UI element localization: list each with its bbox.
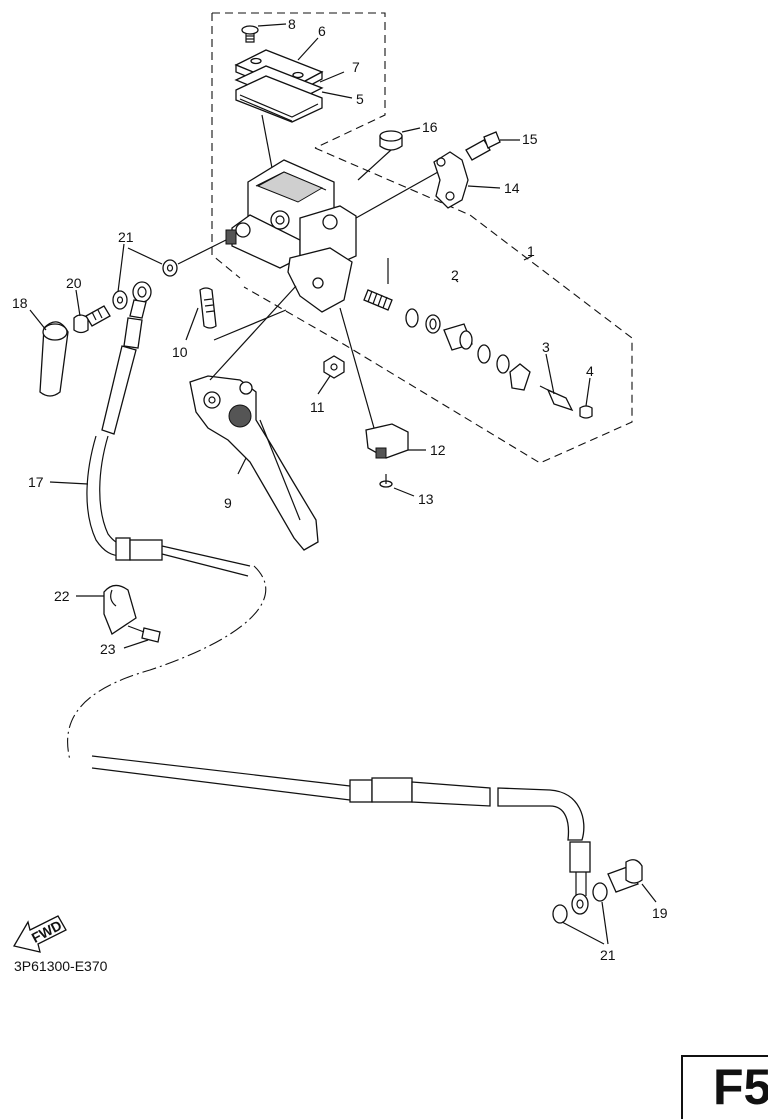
lever-leader [209,285,297,381]
holder-14 [433,151,469,209]
callout-22: 22 [54,588,70,604]
hose-clamp-22 [103,584,137,635]
callout-19: 19 [652,905,668,921]
cap-group-outline-left [211,13,241,279]
drawing-code: 3P61300-E370 [14,958,108,974]
callout-21-top: 21 [118,229,134,245]
piston-2 [443,323,473,351]
washer-21c [552,882,608,924]
callout-12: 12 [430,442,446,458]
banjo-fitting [123,281,152,349]
screw-13 [379,474,393,488]
master-cylinder-body [225,159,357,313]
callout-8: 8 [288,16,296,32]
brake-hose-17 [86,345,251,577]
adjuster-3 [539,385,574,412]
pivot-bolt-10 [199,287,217,329]
piston-cup-2 [477,344,510,374]
leader-lines [29,23,657,945]
piston-cup-1 [425,314,441,334]
page-badge-text: F5 [713,1059,768,1115]
diaphragm-5 [235,75,323,123]
callout-3: 3 [542,339,550,355]
bolt-15 [465,131,501,161]
callout-16: 16 [422,119,438,135]
screw-8 [241,25,259,43]
callout-10: 10 [172,344,188,360]
bolt-10-leader [213,309,287,341]
cap-18 [39,321,69,397]
callout-4: 4 [586,363,594,379]
callout-9: 9 [224,495,232,511]
piston-spring [363,289,393,311]
callout-5: 5 [356,91,364,107]
lower-hose [91,755,591,915]
callout-21-bottom: 21 [600,947,616,963]
nut-11 [323,355,345,379]
cap-leader [261,114,273,169]
rubber-cap-16 [379,130,403,151]
callout-2: 2 [451,267,459,283]
fwd-arrow-icon: FWD [12,915,67,953]
spring-seat [405,308,419,328]
cylinder-to-kit-leader [355,171,439,219]
union-bolt-20 [73,305,111,334]
callout-7: 7 [352,59,360,75]
callout-18: 18 [12,295,28,311]
callout-11: 11 [310,399,325,415]
callout-1: 1 [527,243,535,259]
hose-bolt-leader [177,239,227,265]
bolt-23 [127,625,161,643]
cap-16-leader [357,149,392,181]
nut-4 [579,405,593,419]
brake-lever-9 [189,375,319,551]
callout-6: 6 [318,23,326,39]
push-rod-boot [509,363,531,391]
callout-15: 15 [522,131,538,147]
switch-leader [339,307,375,429]
hose-route-line [67,565,267,761]
union-bolt-19 [607,859,643,893]
callout-20: 20 [66,275,82,291]
callout-13: 13 [418,491,434,507]
piston-kit-outline [243,147,633,464]
callout-17: 17 [28,474,44,490]
page-badge: F5 [681,1055,768,1119]
washer-21a [162,259,178,277]
washer-21b [112,290,128,310]
callout-14: 14 [504,180,520,196]
callout-23: 23 [100,641,116,657]
brake-switch-12 [365,423,409,459]
cap-group-outline [212,12,386,149]
